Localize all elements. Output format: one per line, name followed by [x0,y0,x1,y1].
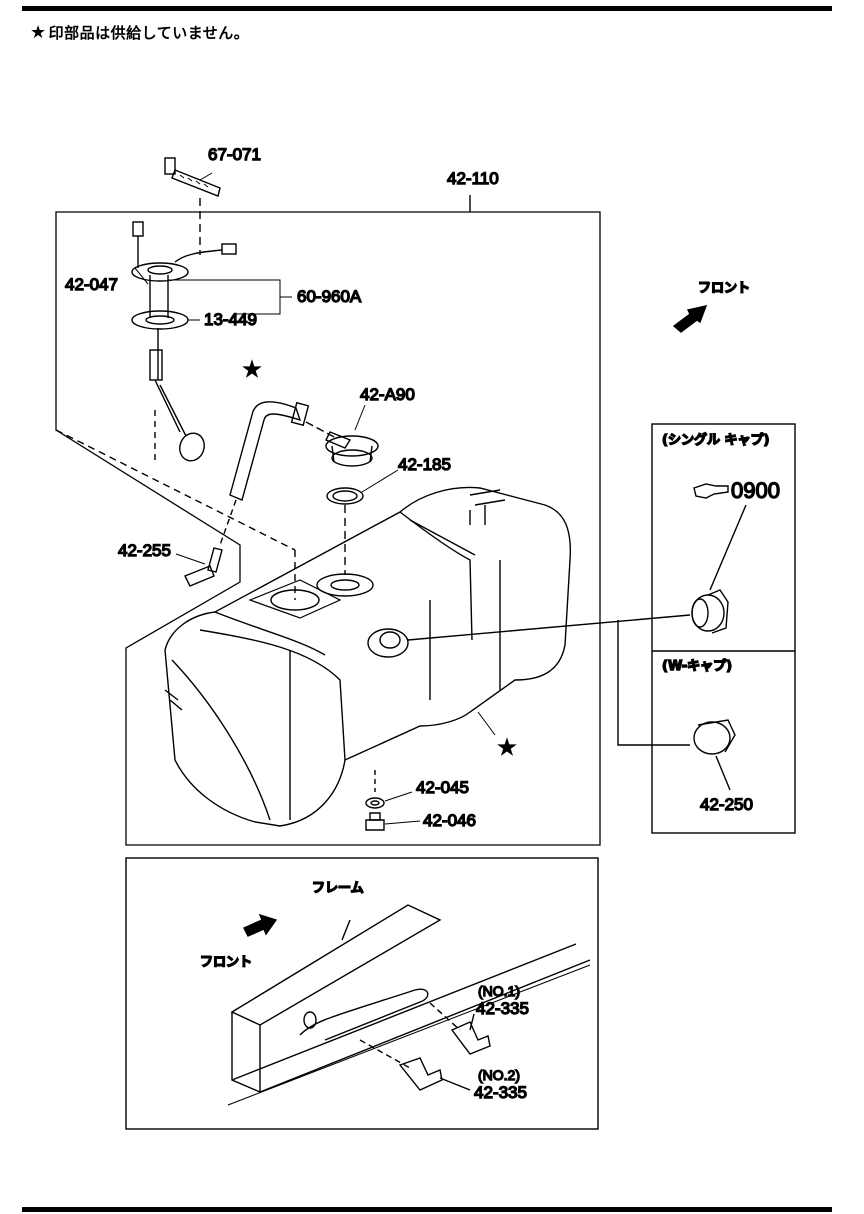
label-60-960a: 60-960A [297,287,362,306]
front-arrow-bottom-icon [243,913,278,937]
label-42-045: 42-045 [416,778,469,797]
label-42-335-no2: 42-335 [474,1083,527,1102]
callout-leaders [134,172,496,825]
hand-pointer-icon [693,483,729,499]
star-icon: ★ [498,737,516,759]
label-42-185: 42-185 [398,455,451,474]
label-front-top: フロント [698,281,750,296]
label-42-047: 42-047 [65,275,118,294]
frame-detail [125,857,599,1130]
leader-lines [55,429,296,600]
fuel-pump-assembly [131,157,237,462]
filler-neck [325,431,379,575]
breather-hose [184,401,337,587]
label-42-250: 42-250 [700,795,753,814]
label-single-cap: (シングル キャプ) [662,432,769,448]
label-42-255: 42-255 [118,541,171,560]
top-rule [22,6,832,11]
label-front-bottom: フロント [200,955,252,970]
label-42-046: 42-046 [423,811,476,830]
not-supplied-note: ★印部品は供給していません。 [30,22,249,43]
label-no2: (NO.2) [478,1067,520,1083]
fuel-tank-body [164,486,691,827]
cap-panel [617,423,796,834]
label-67-071: 67-071 [208,145,261,164]
label-42-a90: 42-A90 [360,385,415,404]
bottom-rule [22,1207,832,1212]
star-icon: ★ [30,22,47,43]
label-0900: 0900 [731,478,780,503]
label-13-449: 13-449 [204,310,257,329]
star-icon: ★ [243,359,261,381]
label-frame: フレーム [312,881,364,896]
front-arrow-top-icon [672,305,708,333]
note-text: 印部品は供給していません。 [48,24,250,42]
label-42-335-no1: 42-335 [476,999,529,1018]
tank-assembly-frame [55,211,601,846]
label-w-cap: (W-キャプ) [662,659,732,674]
drain-washer-nut [365,770,385,831]
label-42-110: 42-110 [447,169,499,188]
label-no1: (NO.1) [478,983,520,999]
